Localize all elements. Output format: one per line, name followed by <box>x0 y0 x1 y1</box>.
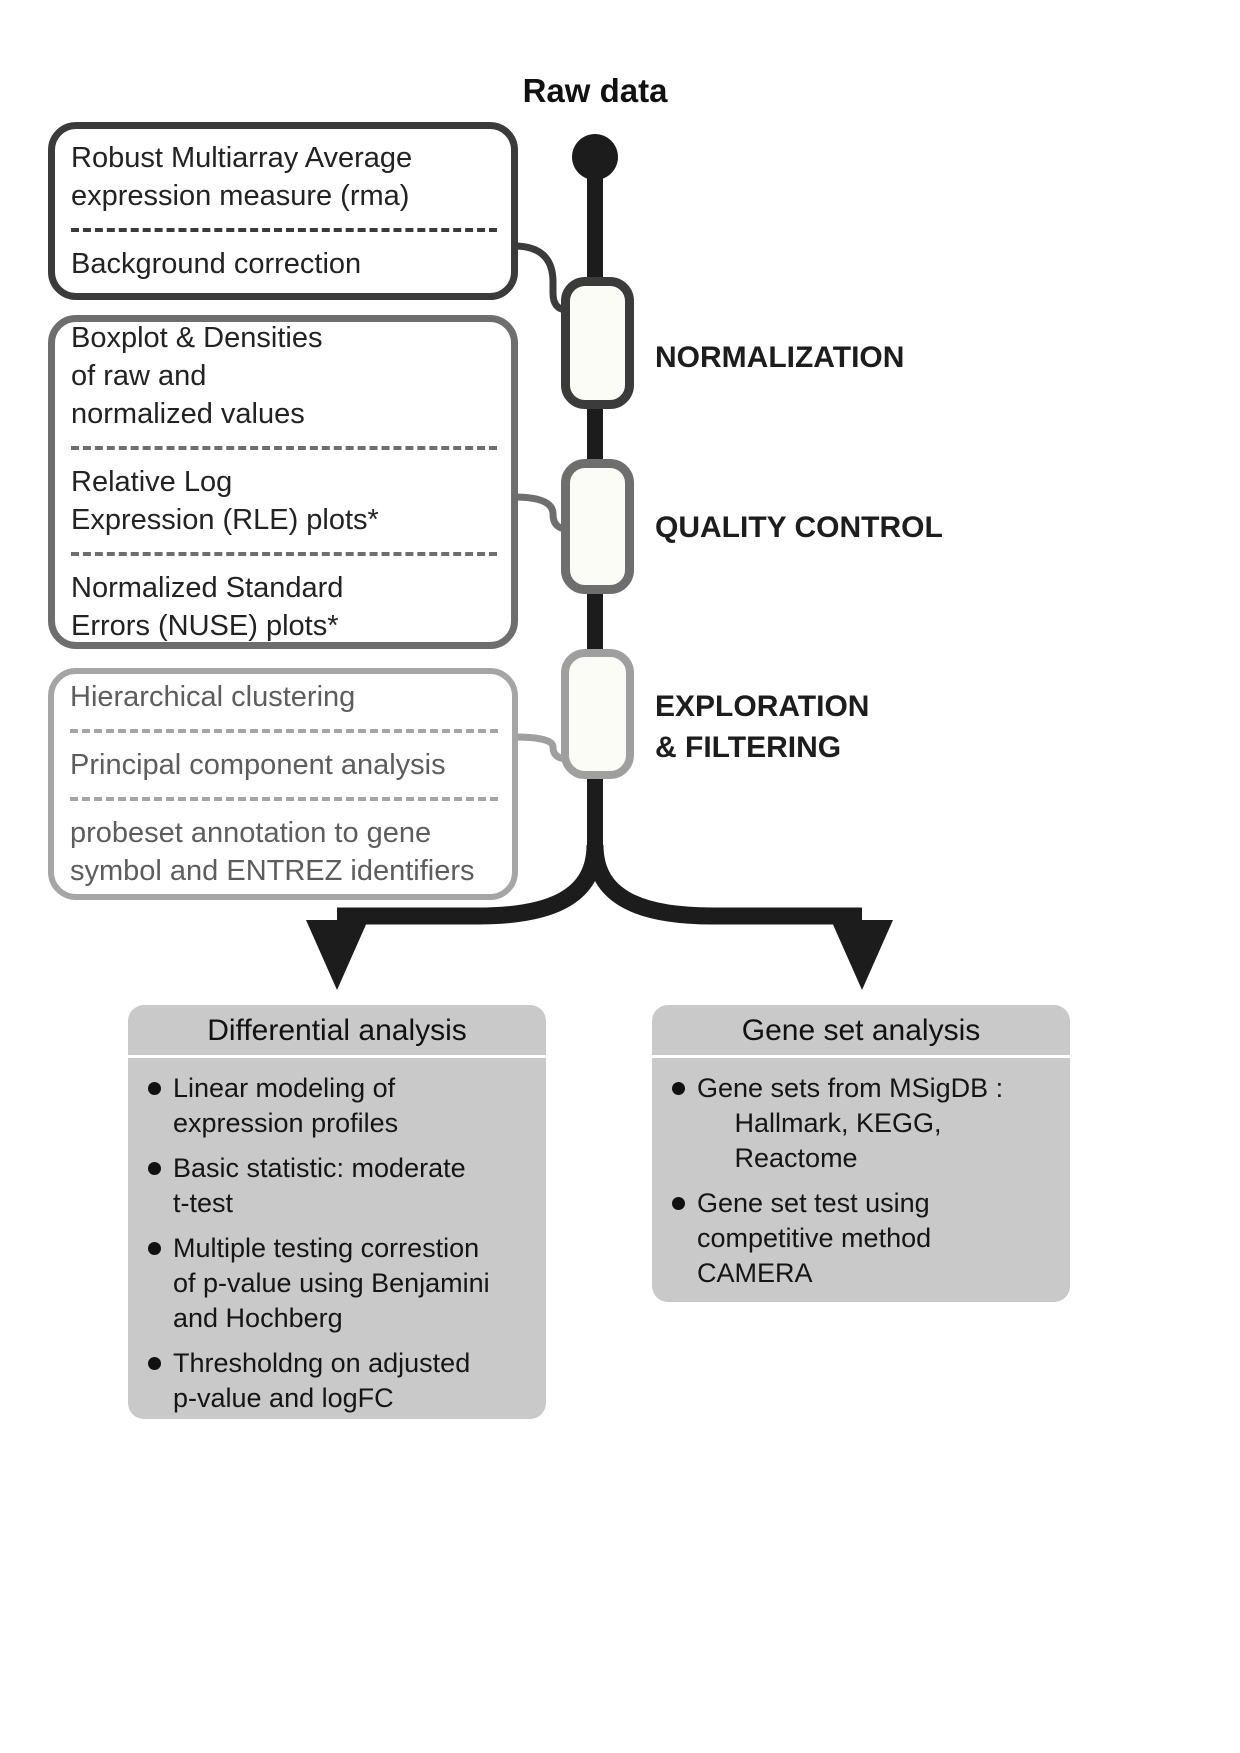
dashed-separator <box>71 446 497 450</box>
gene-set-analysis-bullets: Gene sets from MSigDB : Hallmark, KEGG, … <box>652 1058 1070 1291</box>
bullet-icon <box>148 1357 161 1370</box>
bullet-camera: Gene set test using competitive method C… <box>697 1188 932 1288</box>
stage-label-exploration-filtering: EXPLORATION & FILTERING <box>655 690 870 764</box>
bullet-thresholding: Thresholdng on adjusted p-value and logF… <box>173 1348 471 1413</box>
quality-control-steps-box: Boxplot & Densities of raw and normalize… <box>48 315 518 649</box>
raw-data-label: Raw data <box>522 72 668 109</box>
differential-analysis-bullets: Linear modeling of expression profiles B… <box>128 1058 546 1416</box>
bullet-icon <box>148 1082 161 1095</box>
bullet-multiple-testing: Multiple testing correstion of p-value u… <box>173 1233 490 1333</box>
fork-arm-right <box>586 844 862 925</box>
dashed-separator <box>71 228 497 232</box>
step-probeset-annotation: probeset annotation to gene symbol and E… <box>70 817 475 887</box>
exploration-steps-box: Hierarchical clustering Principal compon… <box>48 668 518 900</box>
bullet-icon <box>672 1082 685 1095</box>
bullet-icon <box>148 1162 161 1175</box>
gene-set-analysis-box: Gene set analysis Gene sets from MSigDB … <box>652 1005 1070 1302</box>
step-rma: Robust Multiarray Average expression mea… <box>71 142 413 212</box>
bullet-linear-modeling: Linear modeling of expression profiles <box>173 1073 399 1138</box>
list-item: Linear modeling of expression profiles <box>148 1071 530 1141</box>
bullet-gene-sets-msigdb: Gene sets from MSigDB : Hallmark, KEGG, … <box>697 1073 1004 1173</box>
step-hierarchical-clustering: Hierarchical clustering <box>70 681 356 713</box>
dashed-separator <box>71 552 497 556</box>
quality-control-node <box>561 459 634 594</box>
list-item: Basic statistic: moderate t-test <box>148 1151 530 1221</box>
connector-exploration <box>513 733 567 763</box>
differential-analysis-box: Differential analysis Linear modeling of… <box>128 1005 546 1419</box>
dashed-separator <box>70 797 498 801</box>
connector-normalization <box>513 242 567 314</box>
step-boxplot-densities: Boxplot & Densities of raw and normalize… <box>71 322 323 430</box>
list-item: Thresholdng on adjusted p-value and logF… <box>148 1346 530 1416</box>
bullet-basic-statistic: Basic statistic: moderate t-test <box>173 1153 466 1218</box>
stage-label-quality-control: QUALITY CONTROL <box>655 511 943 544</box>
normalization-node <box>561 277 634 409</box>
step-rle-plots: Relative Log Expression (RLE) plots* <box>71 466 379 536</box>
arrowhead-right <box>831 920 893 990</box>
step-nuse-plots: Normalized Standard Errors (NUSE) plots* <box>71 572 344 642</box>
list-item: Gene sets from MSigDB : Hallmark, KEGG, … <box>672 1071 1054 1176</box>
step-pca: Principal component analysis <box>70 749 446 781</box>
list-item: Gene set test using competitive method C… <box>672 1186 1054 1291</box>
list-item: Multiple testing correstion of p-value u… <box>148 1231 530 1336</box>
arrowhead-left <box>306 920 368 990</box>
connector-quality-control <box>513 493 567 533</box>
bullet-icon <box>148 1242 161 1255</box>
differential-analysis-title: Differential analysis <box>128 1005 546 1058</box>
exploration-node <box>561 649 634 779</box>
normalization-steps-box: Robust Multiarray Average expression mea… <box>48 122 518 300</box>
bullet-icon <box>672 1197 685 1210</box>
gene-set-analysis-title: Gene set analysis <box>652 1005 1070 1058</box>
step-background-correction: Background correction <box>71 248 362 280</box>
dashed-separator <box>70 729 498 733</box>
stage-label-normalization: NORMALIZATION <box>655 341 905 374</box>
